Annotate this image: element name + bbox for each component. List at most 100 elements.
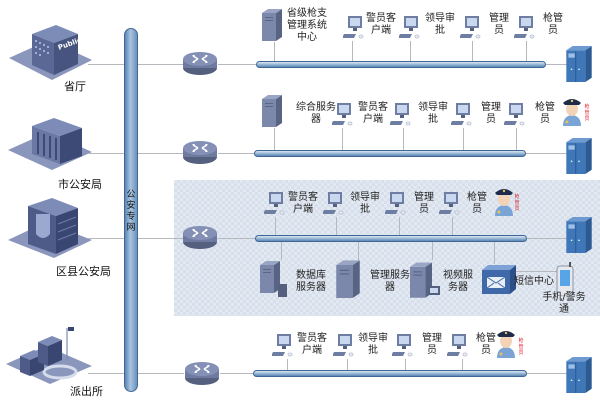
lan-bus: [253, 370, 527, 377]
tower-building-icon: [8, 198, 92, 258]
pc-icon: [272, 333, 296, 359]
drop-line: [347, 359, 348, 370]
client-label: 领导审批: [425, 13, 455, 36]
mobile-terminal-label: 手机/警务通: [542, 292, 586, 315]
cabinet-link: [527, 238, 569, 239]
district-detail-zone: [174, 180, 600, 316]
router-icon: [184, 360, 220, 386]
site-label: 省厅: [64, 80, 86, 93]
pc-icon: [390, 102, 414, 128]
server-label: 综合服务器: [296, 102, 336, 125]
video-server-icon: [410, 262, 440, 298]
sms-center-label: 短信中心: [514, 276, 554, 287]
drop-line: [472, 41, 473, 61]
server-icon: [262, 92, 282, 128]
drop-line: [452, 217, 453, 235]
lan-bus: [254, 150, 526, 157]
gun-cabinet-icon: [566, 217, 592, 253]
courthouse-building-icon: [8, 118, 92, 170]
router-link: [218, 153, 256, 154]
drop-line: [410, 41, 411, 61]
router-link: [218, 238, 256, 239]
sms-center-icon: [482, 264, 516, 294]
drop-line: [526, 41, 527, 61]
router-link: [220, 373, 256, 374]
client-label: 警员客户端: [297, 333, 327, 356]
police-private-network-backbone: [124, 28, 138, 392]
backbone-label: 公安专网: [126, 190, 136, 233]
officer-badge-label: 枪管员: [584, 104, 590, 122]
client-label: 领导审批: [358, 333, 388, 356]
police-officer-icon: [560, 96, 584, 126]
pc-icon: [514, 15, 538, 41]
client-label: 管理员: [414, 192, 434, 215]
police-officer-icon: [492, 186, 516, 216]
cabinet-link: [526, 153, 568, 154]
site-link: [88, 373, 124, 374]
server-label: 视频服务器: [443, 270, 473, 293]
drop-line: [403, 128, 404, 150]
uplink: [138, 153, 184, 154]
database-server-icon: [260, 261, 287, 297]
client-label: 枪管员: [467, 192, 487, 215]
office-building-icon: Public: [9, 25, 92, 80]
client-label: 枪管员: [543, 13, 563, 36]
uplink: [138, 64, 184, 65]
drop-line: [336, 217, 337, 235]
site-label: 区县公安局: [56, 265, 111, 278]
client-label: 警员客户端: [366, 13, 396, 36]
site-police-station: [4, 322, 94, 384]
drop-line: [274, 128, 275, 150]
pc-icon: [333, 333, 357, 359]
drop-line: [432, 242, 433, 260]
sms-link: [516, 271, 558, 272]
drop-line: [287, 359, 288, 370]
site-link: [88, 64, 124, 65]
pc-icon: [399, 15, 423, 41]
pc-icon: [451, 102, 475, 128]
site-link: [88, 238, 124, 239]
police-officer-icon: [494, 328, 518, 358]
server-icon: [262, 6, 282, 42]
management-server-icon: [336, 260, 360, 298]
drop-line: [399, 217, 400, 235]
site-city-bureau: [6, 112, 96, 172]
drop-line: [342, 128, 343, 150]
server-label: 省级枪支管理系统中心: [287, 8, 327, 43]
router-link: [218, 64, 256, 65]
uplink: [138, 373, 184, 374]
client-label: 警员客户端: [358, 102, 388, 125]
pc-icon: [343, 15, 367, 41]
pc-icon: [439, 191, 463, 217]
pc-icon: [323, 191, 347, 217]
router-icon: [182, 139, 218, 165]
site-district-bureau: [6, 192, 96, 262]
client-label: 枪管员: [476, 333, 496, 356]
router-icon: [182, 50, 218, 76]
drop-line: [275, 217, 276, 235]
pc-icon: [392, 333, 416, 359]
cabinet-link: [546, 64, 568, 65]
pc-icon: [447, 333, 471, 359]
pc-icon: [460, 15, 484, 41]
drop-line: [494, 242, 495, 264]
cabinet-link: [527, 373, 569, 374]
server-label: 数据库服务器: [296, 270, 326, 293]
gun-cabinet-icon: [566, 357, 592, 393]
pc-icon: [504, 102, 528, 128]
drop-line: [358, 242, 359, 260]
drop-line: [516, 128, 517, 150]
officer-badge-label: 枪管员: [518, 338, 524, 356]
pc-icon: [332, 102, 356, 128]
pc-icon: [264, 191, 288, 217]
drop-line: [281, 242, 282, 260]
site-label: 派出所: [70, 385, 103, 398]
drop-line: [274, 42, 275, 61]
officer-badge-label: 枪管员: [514, 194, 520, 212]
drop-line: [462, 359, 463, 370]
site-provincial-dept: Public: [4, 20, 94, 82]
server-label: 管理服务器: [370, 270, 410, 293]
lan-bus: [255, 235, 527, 242]
mobile-phone-icon: [556, 262, 574, 296]
drop-line: [405, 359, 406, 370]
